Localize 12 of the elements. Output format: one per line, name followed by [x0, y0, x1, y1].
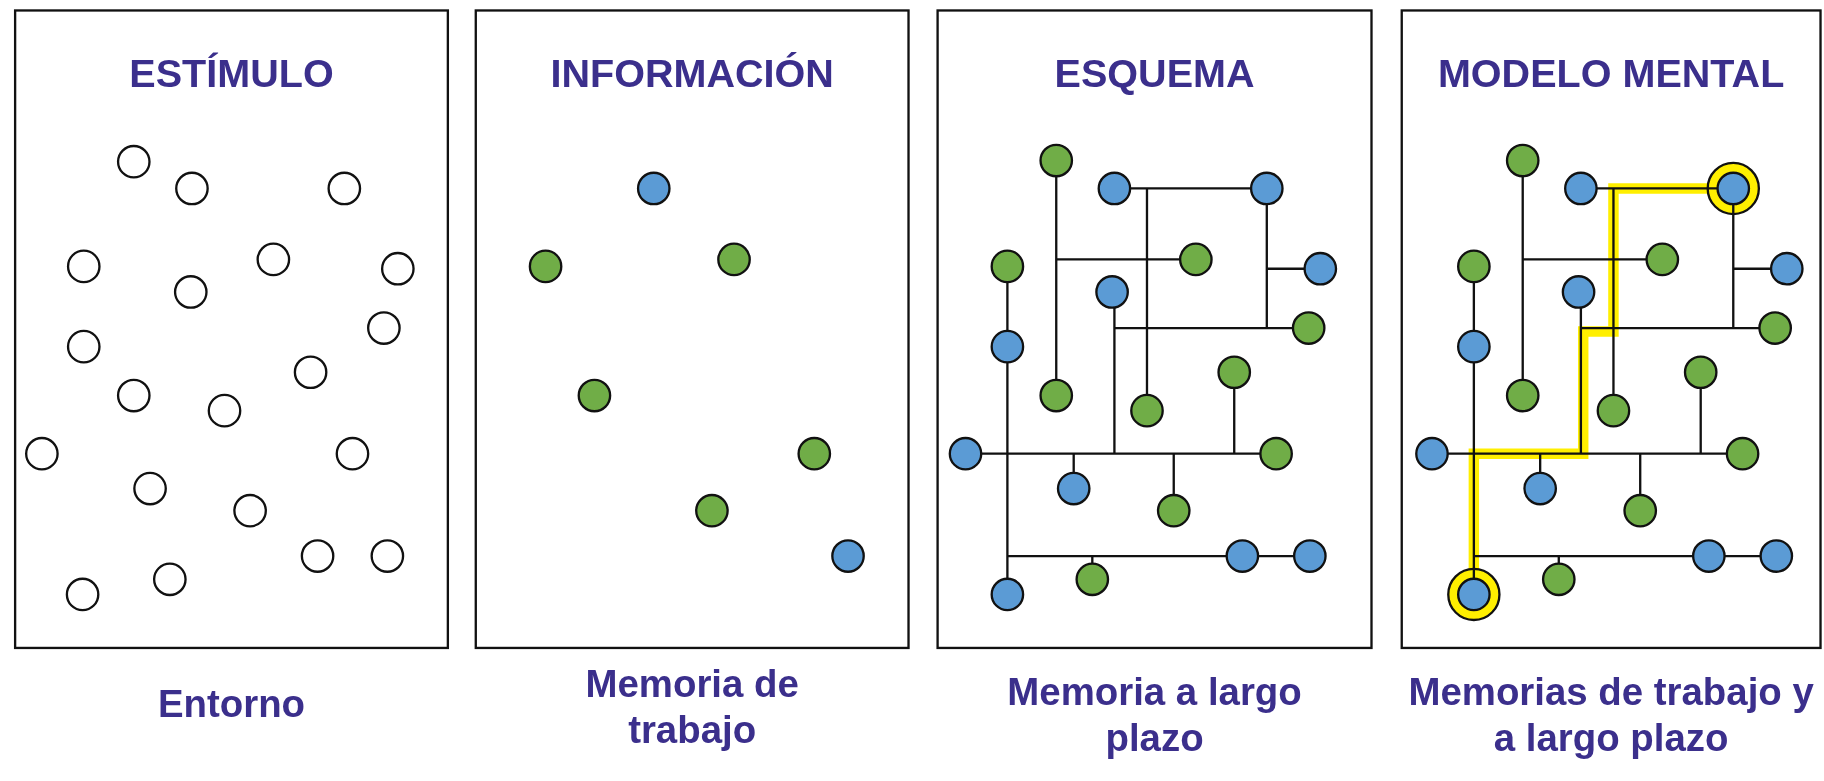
- panel-caption: Memoria de trabajo: [584, 660, 800, 754]
- panel-caption: Memoria a largo plazo: [1006, 669, 1303, 762]
- panel-box: [13, 9, 449, 650]
- panel-box: [936, 9, 1373, 650]
- panel-caption: Memorias de trabajo y a largo plazo: [1407, 669, 1815, 762]
- panel-heading: ESQUEMA: [1053, 51, 1256, 97]
- panel-box: [1400, 9, 1822, 650]
- panel-box: [474, 9, 910, 650]
- panel-heading: MODELO MENTAL: [1436, 51, 1786, 97]
- panel-caption: Entorno: [156, 680, 307, 727]
- panel-heading: INFORMACIÓN: [549, 51, 835, 97]
- panel-heading: ESTÍMULO: [128, 51, 335, 97]
